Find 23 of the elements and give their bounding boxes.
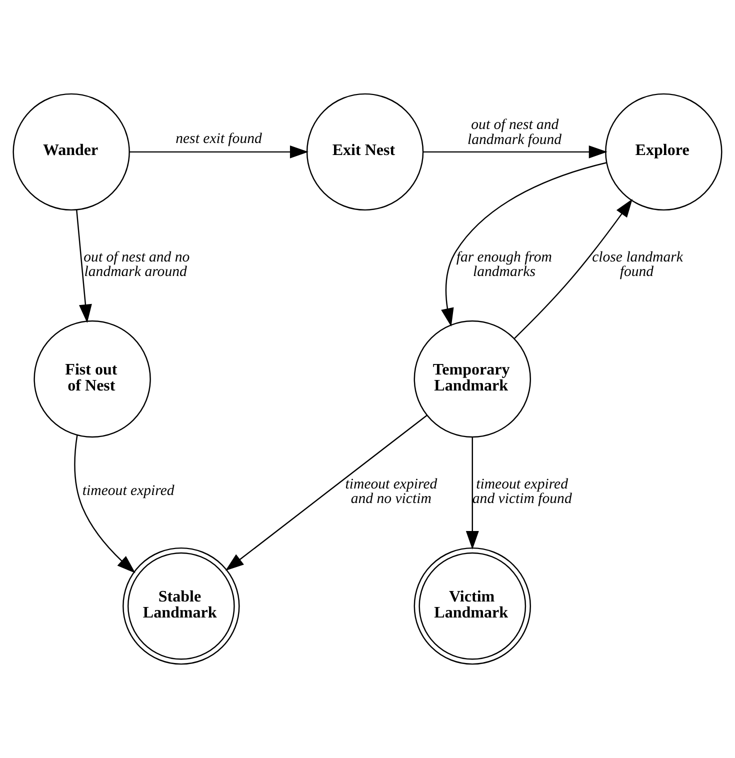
arrow: [466, 438, 479, 550]
node-circle: Fist out of Nest: [34, 320, 151, 438]
edge-label: out of nest and no landmark around: [84, 249, 190, 280]
edge-label: close landmark found: [592, 249, 683, 280]
node-circle: Victim Landmark: [414, 547, 532, 665]
edge-label: far enough from landmarks: [456, 249, 552, 280]
arrow: [129, 145, 308, 158]
node-circle: Explore: [605, 93, 722, 211]
node-circle: Stable Landmark: [122, 547, 240, 665]
arrow: [514, 198, 633, 339]
arrow: [74, 435, 136, 574]
arrow: [423, 145, 608, 158]
node-circle: Exit Nest: [306, 93, 424, 211]
arrow: [76, 210, 92, 323]
arrow: [441, 162, 606, 327]
edge-label: timeout expired and victim found: [472, 476, 572, 508]
node-circle: Temporary Landmark: [414, 320, 532, 438]
node-circle: Wander: [12, 93, 130, 211]
edge-label: timeout expired and no victim: [345, 476, 438, 508]
edge-label: nest exit found: [176, 130, 262, 147]
arrow: [225, 414, 428, 571]
edge-label: out of nest and landmark found: [467, 117, 562, 148]
edge-label: timeout expired: [82, 483, 174, 500]
